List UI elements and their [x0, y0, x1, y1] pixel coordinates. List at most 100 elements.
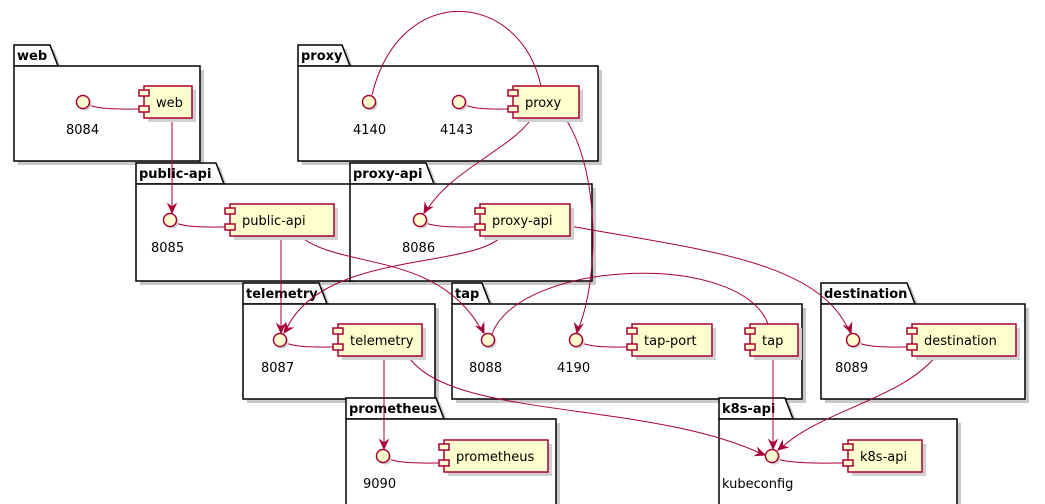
component-box — [749, 323, 799, 357]
interface-label: 4143 — [440, 123, 473, 138]
component-box — [479, 203, 571, 237]
component-destination: destination — [906, 323, 1020, 360]
dependency-edge-proxy-api-to-8087 — [284, 235, 503, 333]
component-telemetry: telemetry — [332, 323, 426, 360]
package-title: telemetry — [246, 287, 318, 302]
interface-9090: 9090 — [363, 448, 396, 492]
interface-label: 4140 — [353, 123, 386, 138]
interface-4140: 4140 — [353, 94, 386, 138]
dependency-edge-public-api-to-8088 — [299, 235, 484, 334]
provides-link-telemetry — [285, 342, 336, 348]
package-proxy-api: proxy-api — [349, 162, 596, 285]
component-label: public-api — [242, 214, 306, 229]
component-tap: tap — [744, 323, 802, 360]
component-port-icon — [626, 343, 638, 351]
package-frame — [451, 303, 803, 400]
component-box — [512, 85, 580, 119]
component-tap-port: tap-port — [626, 323, 716, 360]
component-port-icon — [224, 223, 236, 231]
dependency-edge-tap-to-8088 — [491, 272, 769, 335]
component-box — [143, 85, 193, 119]
component-box — [911, 323, 1017, 357]
interface-8087: 8087 — [261, 332, 294, 376]
arrowhead — [842, 321, 853, 335]
component-box — [443, 439, 549, 473]
provides-link-tap-port — [581, 342, 630, 348]
arrowhead — [283, 321, 295, 335]
component-port-icon — [332, 343, 344, 351]
edges-layer — [88, 11, 937, 464]
arrowhead — [767, 438, 779, 451]
component-web: web — [138, 85, 196, 122]
arrowhead — [753, 446, 767, 457]
package-title: public-api — [139, 167, 211, 182]
interface-lollipop-icon — [272, 332, 288, 348]
component-box — [631, 323, 713, 357]
dependency-edge-proxy-to-4190 — [564, 117, 594, 333]
component-k8s-api: k8s-api — [842, 439, 926, 476]
component-port-icon — [842, 443, 854, 451]
interface-lollipop-icon — [845, 332, 861, 348]
arrowhead — [275, 322, 287, 335]
component-port-icon — [438, 459, 450, 467]
component-port-icon — [138, 105, 150, 113]
component-box — [229, 203, 335, 237]
provides-link-public-api — [175, 222, 228, 228]
component-prometheus: prometheus — [438, 439, 552, 476]
interface-lollipop-icon — [162, 212, 178, 228]
interface-8088: 8088 — [469, 332, 502, 376]
component-port-icon — [507, 105, 519, 113]
arrowhead — [378, 438, 390, 451]
arrowhead — [474, 321, 485, 335]
package-title: k8s-api — [722, 402, 775, 417]
component-public-api: public-api — [224, 203, 338, 240]
component-label: proxy-api — [492, 214, 553, 229]
interface-lollipop-icon — [375, 448, 391, 464]
interface-lollipop-icon — [568, 332, 584, 348]
package-title: tap — [455, 287, 479, 302]
arrowhead — [166, 202, 178, 215]
interface-lollipop-icon — [451, 94, 467, 110]
interface-lollipop-icon — [75, 94, 91, 110]
provides-link-prometheus — [388, 458, 442, 464]
package-title: destination — [824, 287, 907, 302]
interface-label: 8088 — [469, 361, 502, 376]
provides-link-proxy-api — [425, 222, 478, 228]
component-label: proxy — [525, 96, 562, 111]
component-port-icon — [438, 443, 450, 451]
dependency-edge-proxy-to-8086 — [424, 117, 533, 214]
component-port-icon — [744, 327, 756, 335]
component-port-icon — [842, 459, 854, 467]
package-title: web — [17, 49, 47, 64]
component-label: web — [156, 96, 183, 111]
component-port-icon — [507, 89, 519, 97]
interface-4143: 4143 — [440, 94, 473, 138]
interface-8085: 8085 — [151, 212, 184, 256]
interface-4190: 4190 — [557, 332, 590, 376]
component-box — [337, 323, 423, 357]
dependency-edge-telemetry-to-kube — [407, 355, 765, 456]
package-title: proxy — [301, 49, 343, 64]
component-label: telemetry — [350, 334, 414, 349]
component-port-icon — [474, 223, 486, 231]
dependency-edge-proxy-to-4140 — [371, 11, 542, 96]
interface-kubeconfig: kubeconfig — [722, 448, 793, 492]
provides-link-web — [88, 104, 142, 110]
component-label: prometheus — [456, 450, 535, 465]
interface-label: 8086 — [402, 241, 435, 256]
interface-lollipop-icon — [480, 332, 496, 348]
interface-label: 8087 — [261, 361, 294, 376]
interface-label: 8085 — [151, 241, 184, 256]
provides-link-destination — [858, 342, 910, 348]
component-label: destination — [924, 334, 997, 349]
component-label: tap — [762, 334, 783, 349]
dependency-edge-proxy-api-to-8089 — [569, 225, 851, 334]
package-title: proxy-api — [353, 167, 422, 182]
component-port-icon — [332, 327, 344, 335]
component-port-icon — [906, 343, 918, 351]
interface-label: 8084 — [66, 123, 99, 138]
provides-link-proxy — [464, 104, 511, 110]
component-box — [847, 439, 923, 473]
